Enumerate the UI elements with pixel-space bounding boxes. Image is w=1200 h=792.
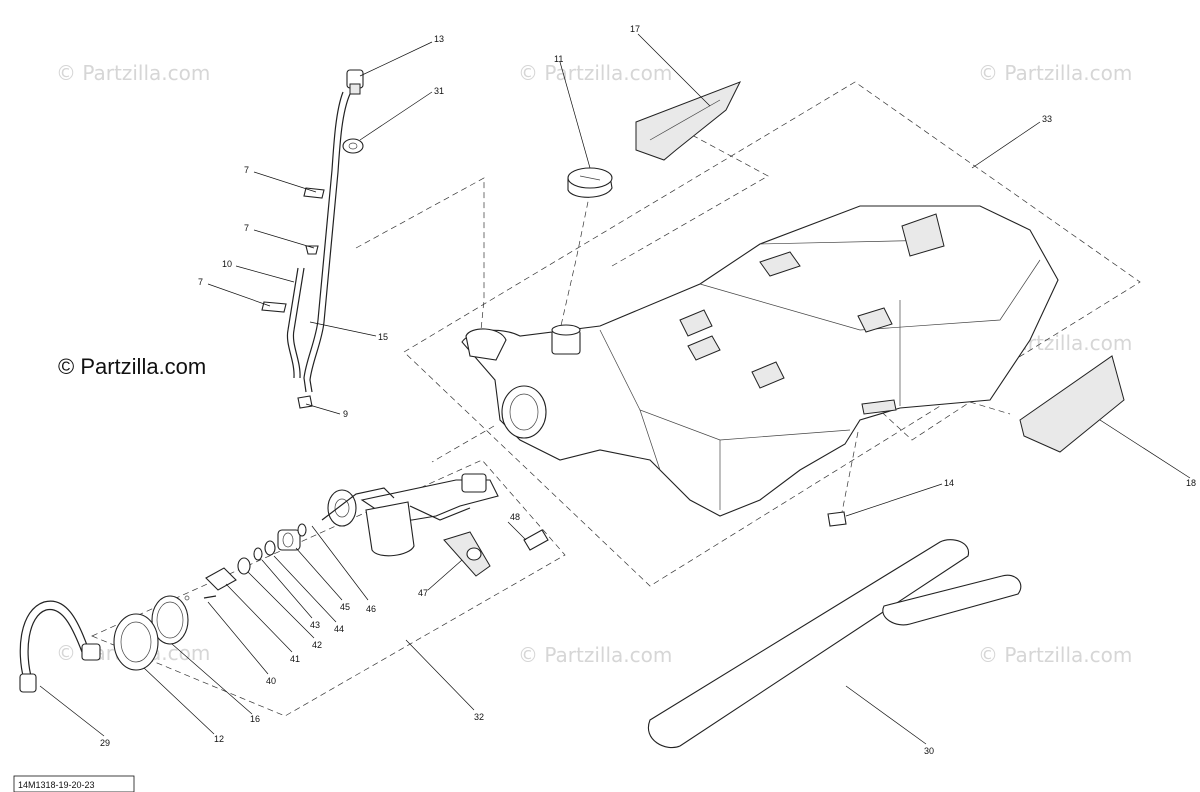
callout-43: 43 xyxy=(310,620,320,630)
leader-lines xyxy=(39,33,1191,745)
grommet xyxy=(342,138,364,154)
callout-44: 44 xyxy=(334,624,344,634)
hose-clip xyxy=(305,245,319,255)
side-shield xyxy=(1019,355,1125,453)
lock-ring xyxy=(113,613,159,671)
watermark: © Partzilla.com xyxy=(518,61,672,85)
callout-46: 46 xyxy=(366,604,376,614)
callout-29: 29 xyxy=(100,738,110,748)
screw xyxy=(203,595,217,599)
callout-47: 47 xyxy=(418,588,428,598)
o-ring xyxy=(297,523,307,537)
dashed-guide xyxy=(559,191,591,331)
hose-clamp xyxy=(297,395,313,409)
fuel-hose xyxy=(19,600,101,693)
callout-31: 31 xyxy=(434,86,444,96)
callout-7: 7 xyxy=(244,223,249,233)
callout-10: 10 xyxy=(222,259,232,269)
callout-32: 32 xyxy=(474,712,484,722)
callout-7: 7 xyxy=(244,165,249,175)
dashed-guide xyxy=(841,431,859,513)
callout-12: 12 xyxy=(214,734,224,744)
callout-48: 48 xyxy=(510,512,520,522)
gasket xyxy=(151,595,189,645)
callout-42: 42 xyxy=(312,640,322,650)
callout-14: 14 xyxy=(944,478,954,488)
watermark: © Partzilla.com xyxy=(56,61,210,85)
callout-30: 30 xyxy=(924,746,934,756)
quick-connector xyxy=(205,567,237,591)
callouts: 13 31 7 7 10 7 15 9 11 17 33 18 14 48 47… xyxy=(100,24,1196,756)
callout-45: 45 xyxy=(340,602,350,612)
callout-17: 17 xyxy=(630,24,640,34)
heat-shield xyxy=(635,81,742,161)
vent-valve xyxy=(346,69,364,95)
o-ring xyxy=(264,540,276,556)
watermark: © Partzilla.com xyxy=(978,643,1132,667)
pump-assembly-boundary xyxy=(91,459,566,717)
callout-41: 41 xyxy=(290,654,300,664)
drain-hose xyxy=(286,267,305,379)
watermark: © Partzilla.com xyxy=(518,643,672,667)
dashed-guide xyxy=(859,391,1011,441)
tank-pads xyxy=(647,539,1022,748)
fuel-fitting xyxy=(523,529,549,551)
tank-clip xyxy=(827,511,847,527)
diagram-code-box xyxy=(13,775,135,792)
dashed-guide xyxy=(431,425,495,463)
callout-7: 7 xyxy=(198,277,203,287)
fuel-tank xyxy=(461,205,1059,517)
callout-9: 9 xyxy=(343,409,348,419)
callout-13: 13 xyxy=(434,34,444,44)
diagram-code: 14M1318-19-20-23 xyxy=(18,780,95,790)
brand-label: © Partzilla.com xyxy=(58,354,206,379)
watermark: © Partzilla.com xyxy=(978,61,1132,85)
callout-18: 18 xyxy=(1186,478,1196,488)
callout-40: 40 xyxy=(266,676,276,686)
callout-11: 11 xyxy=(554,54,563,64)
callout-15: 15 xyxy=(378,332,388,342)
hose-clip xyxy=(261,301,287,313)
callout-16: 16 xyxy=(250,714,260,724)
dashed-guide xyxy=(355,177,485,341)
dashed-guide xyxy=(611,133,769,267)
callout-33: 33 xyxy=(1042,114,1052,124)
fuel-cap xyxy=(567,167,613,198)
fuel-pump-module xyxy=(321,473,499,557)
hose-clip xyxy=(303,187,325,199)
o-ring xyxy=(253,547,263,561)
vent-hose xyxy=(303,91,351,393)
o-ring xyxy=(237,557,251,575)
tank-assembly-boundary xyxy=(403,81,1141,587)
fuel-filter xyxy=(277,529,301,551)
